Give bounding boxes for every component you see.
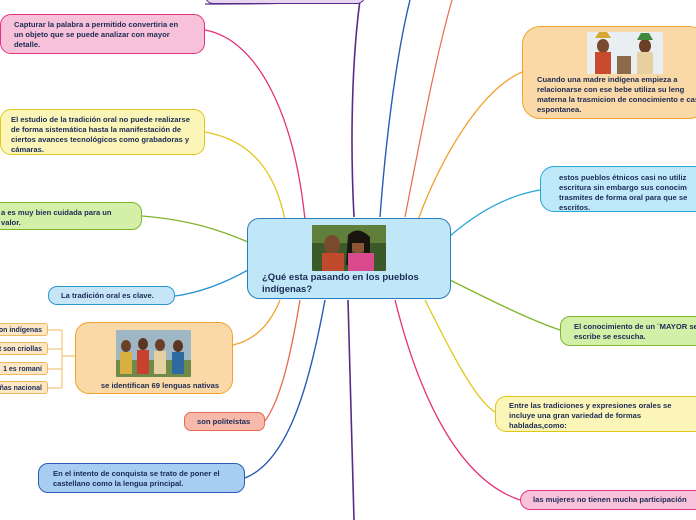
node-tradicion-clave[interactable]: La tradición oral es clave. <box>48 286 175 305</box>
node-pueblos-text: estos pueblos étnicos casi no utiliz esc… <box>559 173 696 212</box>
central-topic-title: ¿Qué esta pasando en los pueblos indígen… <box>262 272 442 296</box>
node-conquista-text: En el intento de conquista se trato de p… <box>53 469 243 489</box>
center-photo <box>312 225 386 271</box>
lenguas-photo <box>116 330 191 377</box>
node-cuidada-text: a es muy bien cuidada para un valor. <box>1 208 121 228</box>
node-capturar-text: Capturar la palabra a permitido converti… <box>14 20 189 50</box>
node-madre-text: Cuando una madre indígena empieza a rela… <box>537 75 696 114</box>
central-topic[interactable]: ¿Qué esta pasando en los pueblos indígen… <box>247 218 451 299</box>
node-capturar-palabra[interactable]: Capturar la palabra a permitido converti… <box>0 14 205 54</box>
node-conocimiento-mayor[interactable]: El conocimiento de un ¨MAYOR se escribe … <box>560 316 696 346</box>
node-madre-indigena[interactable]: Cuando una madre indígena empieza a rela… <box>522 26 696 119</box>
node-politeistas-text: son politeístas <box>197 417 262 427</box>
node-politeistas[interactable]: son politeístas <box>184 412 265 431</box>
node-pueblos-etnicos[interactable]: estos pueblos étnicos casi no utiliz esc… <box>540 166 696 212</box>
node-mujeres-text: las mujeres no tienen mucha participació… <box>533 495 696 505</box>
node-tradiciones-orales[interactable]: Entre las tradiciones y expresiones oral… <box>495 396 696 432</box>
sub-nacional[interactable]: ñas nacional <box>0 381 48 394</box>
sub-criollas[interactable]: t son criollas <box>0 342 48 355</box>
node-mayor-text: El conocimiento de un ¨MAYOR se escribe … <box>574 322 696 342</box>
node-muy-bien-cuidada[interactable]: a es muy bien cuidada para un valor. <box>0 202 142 230</box>
node-lenguas-nativas[interactable]: se identifican 69 lenguas nativas <box>75 322 233 394</box>
node-clave-text: La tradición oral es clave. <box>61 291 171 301</box>
node-mujeres-participacion[interactable]: las mujeres no tienen mucha participació… <box>520 490 696 510</box>
sub-romani[interactable]: 1 es romaní <box>0 362 48 375</box>
node-lenguas-text: se identifican 69 lenguas nativas <box>90 381 230 391</box>
node-tradiciones-text: Entre las tradiciones y expresiones oral… <box>509 401 694 431</box>
node-estudio-tradicion[interactable]: El estudio de la tradición oral no puede… <box>0 109 205 155</box>
madre-photo <box>587 32 663 74</box>
node-conquista[interactable]: En el intento de conquista se trato de p… <box>38 463 245 493</box>
sub-indigenas[interactable]: on indígenas <box>0 323 48 336</box>
node-estudio-text: El estudio de la tradición oral no puede… <box>11 115 196 154</box>
top-partial-node[interactable] <box>205 0 365 4</box>
